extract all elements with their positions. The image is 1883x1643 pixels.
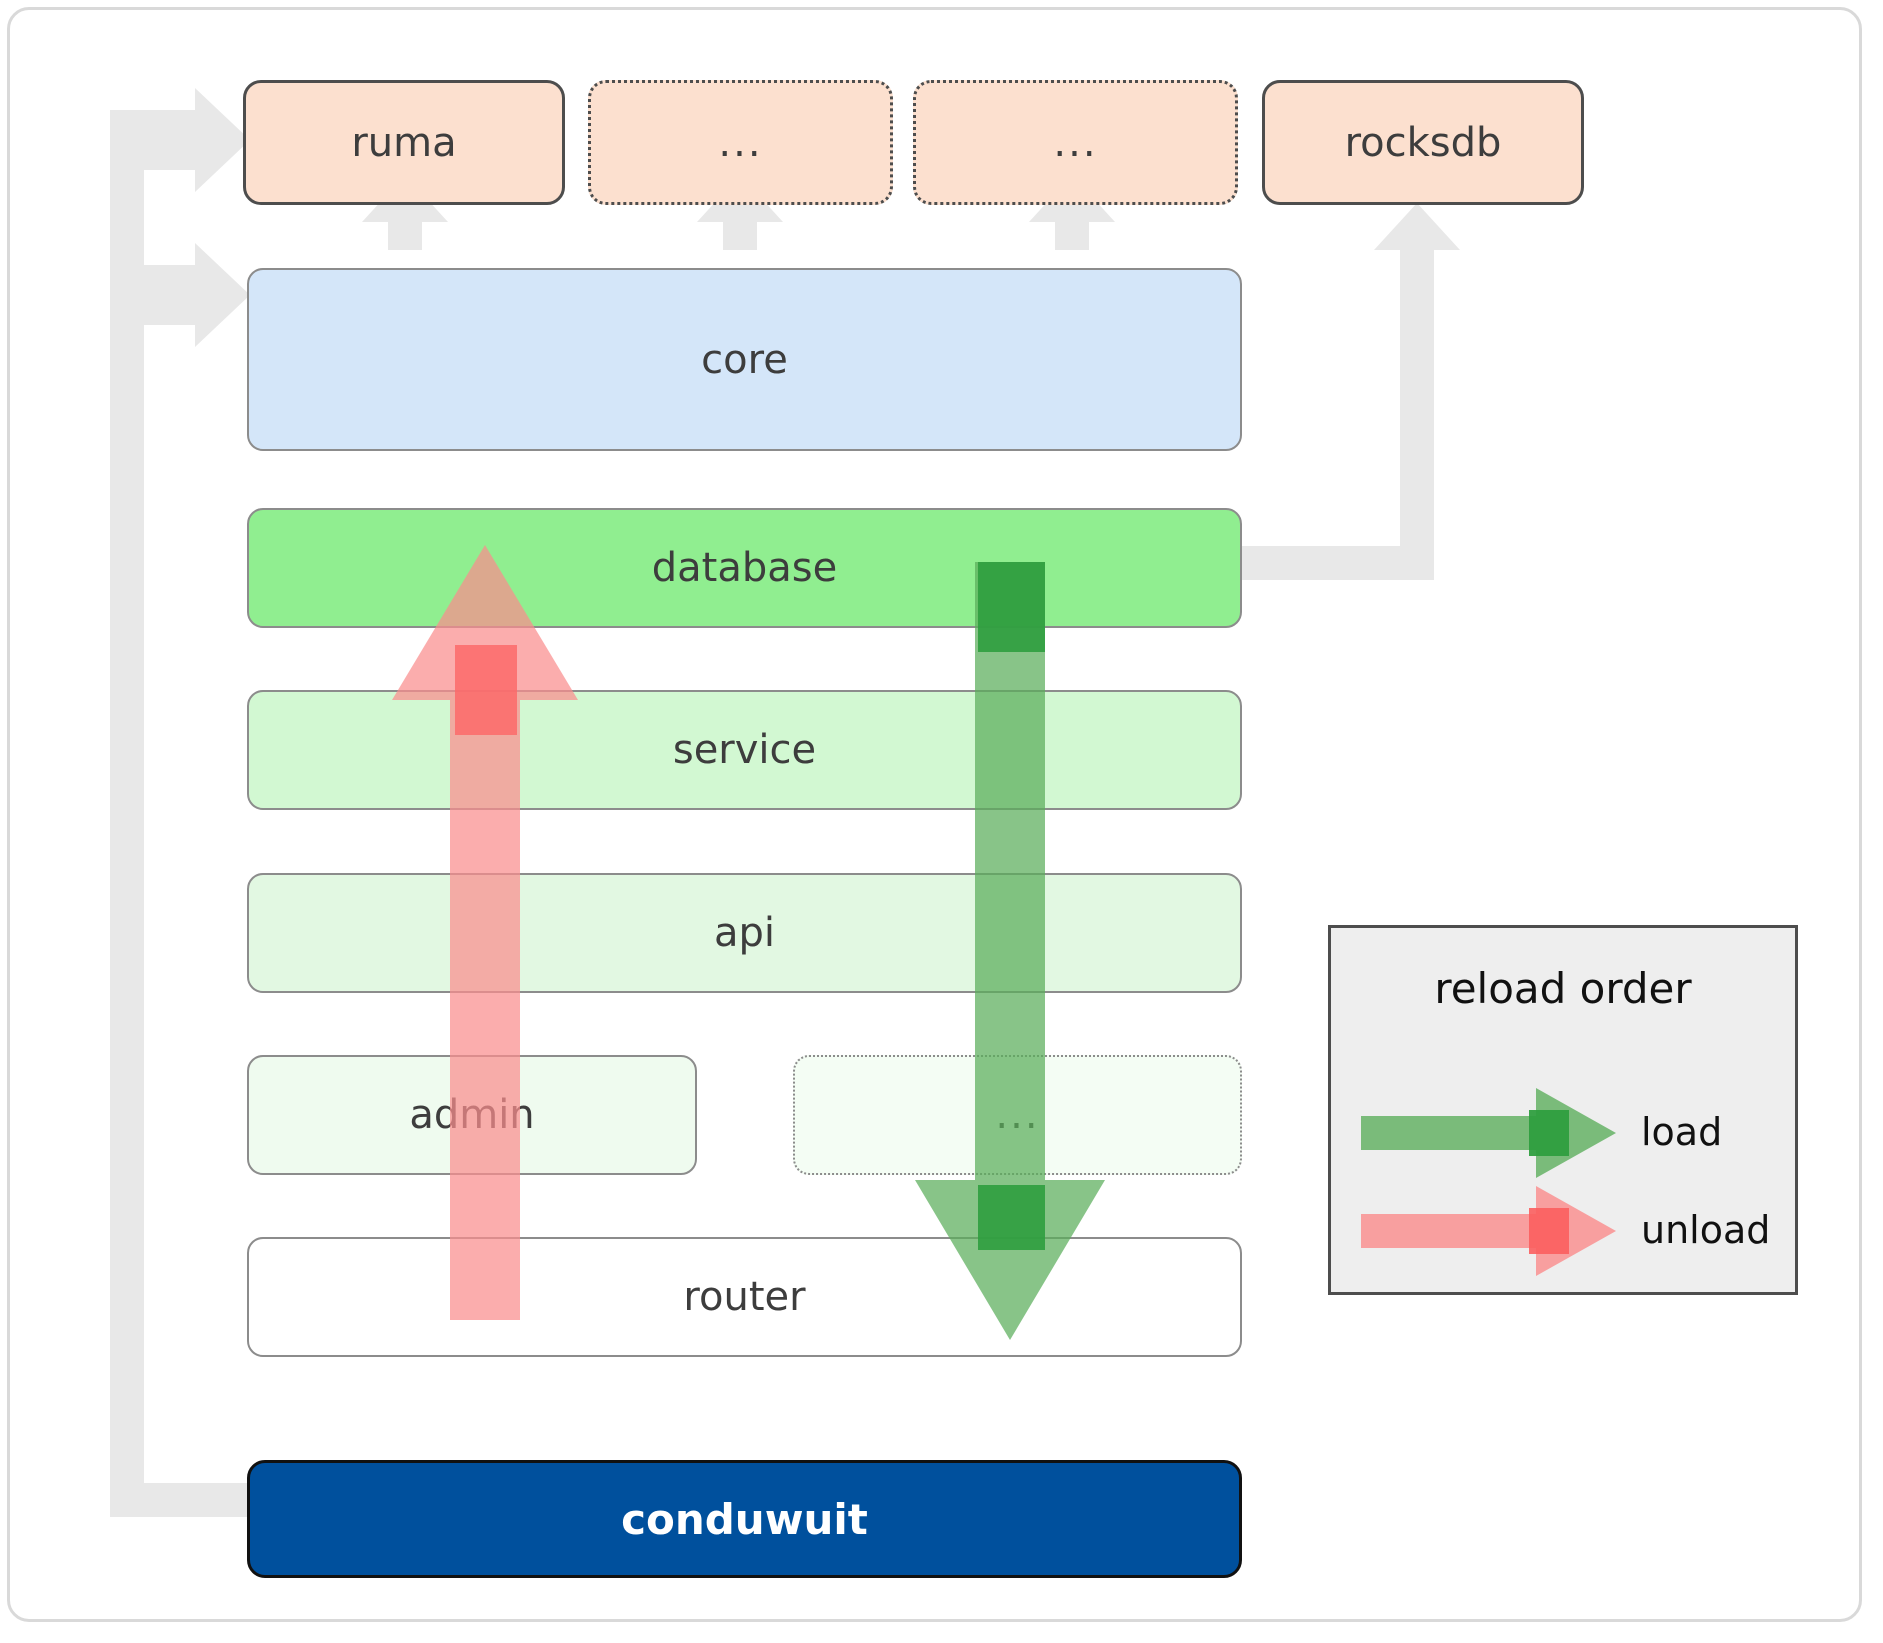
load-arrow-accent-bottom bbox=[978, 1185, 1045, 1250]
load-arrow-accent-top bbox=[978, 562, 1045, 652]
connector-core-to-dep2 bbox=[697, 175, 783, 250]
connector-arrow-to-ruma bbox=[110, 88, 250, 192]
legend-panel: reload order load unload bbox=[1328, 925, 1798, 1295]
legend-label-unload: unload bbox=[1641, 1208, 1771, 1252]
legend-arrow-unload-shape bbox=[1361, 1186, 1616, 1276]
unload-arrow bbox=[392, 545, 578, 1320]
load-arrow-accent bbox=[978, 562, 1045, 1250]
unload-arrow-shape bbox=[392, 545, 578, 1320]
legend-arrow-unload bbox=[1361, 1186, 1616, 1276]
connector-core-to-dep3 bbox=[1029, 175, 1115, 250]
layer-box-database[interactable]: database bbox=[247, 508, 1242, 628]
connector-database-to-rocksdb bbox=[1017, 203, 1460, 580]
unload-arrow-accent-shape bbox=[455, 645, 517, 735]
load-arrow bbox=[915, 562, 1105, 1340]
layer-box-router[interactable]: router bbox=[247, 1237, 1242, 1357]
connector-arrow-to-core bbox=[110, 243, 250, 347]
legend-arrow-unload-accent bbox=[1529, 1208, 1569, 1254]
connector-core-to-ruma bbox=[362, 175, 448, 250]
legend-arrow-load-accent bbox=[1529, 1110, 1569, 1156]
legend-arrow-load bbox=[1361, 1088, 1616, 1178]
legend-title: reload order bbox=[1434, 964, 1692, 1013]
connector-trunk-left bbox=[110, 110, 250, 1517]
layer-box-api[interactable]: api bbox=[247, 873, 1242, 993]
load-arrow-shape bbox=[915, 562, 1105, 1340]
legend-label-load: load bbox=[1641, 1110, 1723, 1154]
unload-arrow-accent bbox=[455, 645, 517, 735]
legend-arrow-load-shape bbox=[1361, 1088, 1616, 1178]
